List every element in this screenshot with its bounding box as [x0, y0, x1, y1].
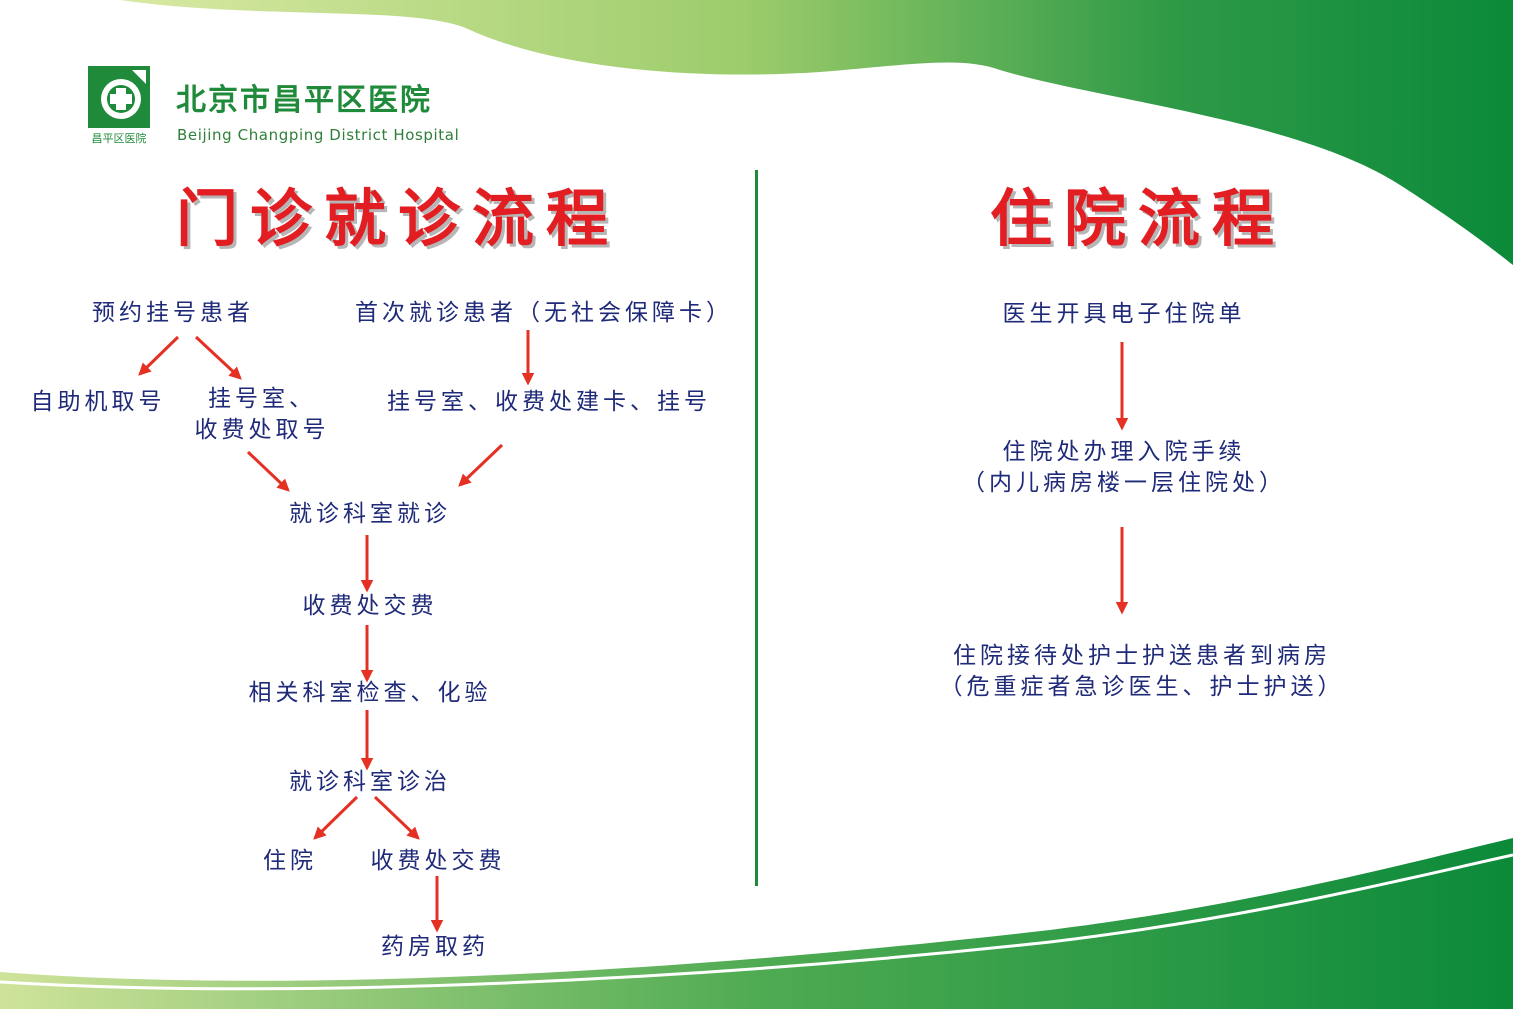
escort-line1: 住院接待处护士护送患者到病房: [953, 643, 1331, 669]
arrow-treatment-to-payment: [373, 795, 420, 840]
escort-line2: （危重症者急诊医生、护士护送）: [939, 674, 1345, 701]
arrow-appointment-to-self-service: [138, 335, 180, 376]
cross-icon-h: [110, 94, 132, 104]
arrow-registration-to-visit: [246, 450, 290, 492]
step-electronic-order: 医生开具电子住院单: [1002, 301, 1246, 327]
hospital-name-en: Beijing Changping District Hospital: [177, 126, 460, 144]
outpatient-title: 门诊就诊流程: [176, 182, 621, 255]
step-payment-2: 收费处交费: [370, 848, 506, 874]
top-wave: [120, 0, 1513, 265]
bottom-wave: [0, 838, 1513, 1009]
step-examination: 相关科室检查、化验: [248, 680, 492, 706]
step-registration-card: 挂号室、收费处建卡、挂号: [387, 389, 711, 415]
registration-room-line2: 收费处取号: [194, 417, 330, 444]
bottom-wave-highlight: [0, 853, 1513, 991]
registration-room-line1: 挂号室、: [208, 386, 316, 412]
step-pharmacy: 药房取药: [381, 934, 489, 960]
hospital-logo: 昌平区医院: [88, 66, 150, 145]
step-hospitalization: 住院: [263, 848, 317, 874]
step-registration-room: 挂号室、 收费处取号: [195, 384, 330, 446]
step-escort: 住院接待处护士护送患者到病房 （危重症者急诊医生、护士护送）: [940, 641, 1345, 703]
inpatient-title: 住院流程: [990, 182, 1287, 255]
step-admission: 住院处办理入院手续 （内儿病房楼一层住院处）: [962, 437, 1286, 499]
arrow-card-to-visit: [458, 443, 504, 487]
step-self-service-ticket: 自助机取号: [30, 389, 166, 415]
admission-line2: （内儿病房楼一层住院处）: [962, 470, 1286, 497]
step-payment-1: 收费处交费: [302, 593, 438, 619]
step-first-visit-patient: 首次就诊患者（无社会保障卡）: [355, 300, 733, 326]
step-department-treatment: 就诊科室诊治: [289, 769, 451, 795]
step-department-visit: 就诊科室就诊: [289, 501, 451, 527]
logo-corner: [132, 70, 146, 84]
arrow-treatment-to-hospitalization: [313, 795, 359, 840]
hospital-name-cn: 北京市昌平区医院: [176, 83, 432, 118]
arrow-appointment-to-registration: [194, 335, 242, 380]
admission-line1: 住院处办理入院手续: [1002, 439, 1246, 465]
logo-caption: 昌平区医院: [92, 131, 147, 145]
section-divider: [755, 170, 758, 886]
step-appointment-patient: 预约挂号患者: [92, 300, 254, 326]
